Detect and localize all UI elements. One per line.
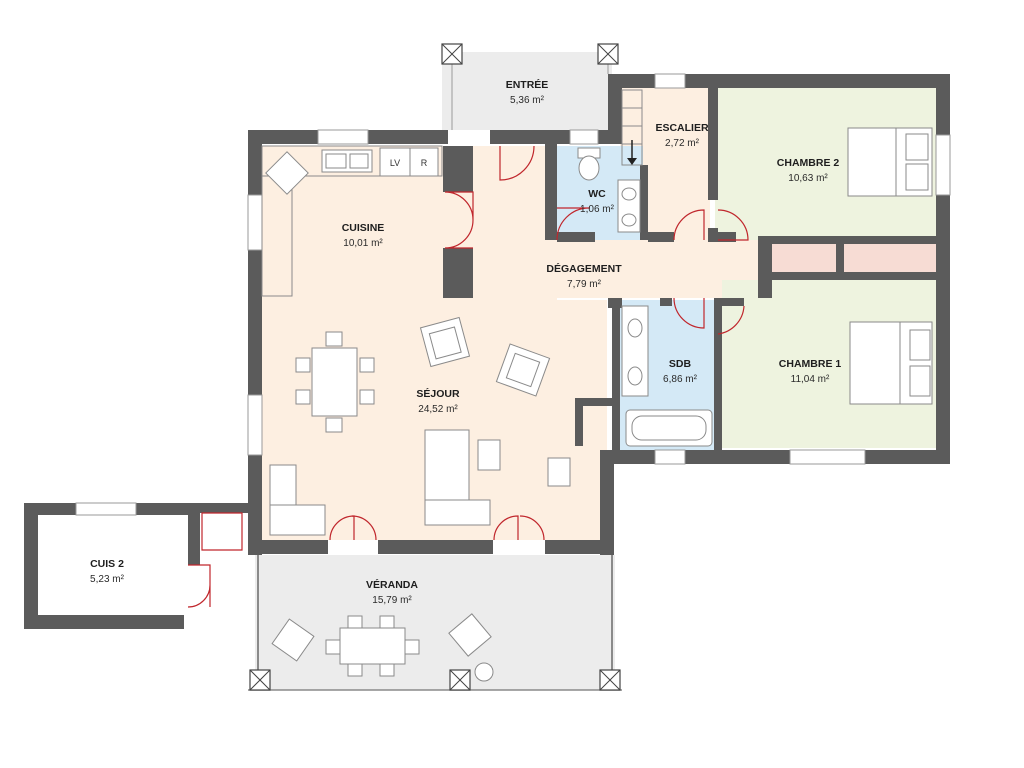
room-area-degagement: 7,79 m² <box>567 279 602 290</box>
doors <box>187 145 749 608</box>
room-area-cuisine: 10,01 m² <box>343 238 383 249</box>
r-label: R <box>421 158 428 168</box>
cuisine-fixtures: LV R <box>261 145 443 297</box>
room-name-sejour: SÉJOUR <box>416 387 460 400</box>
floor-veranda <box>255 555 615 690</box>
room-name-chambre1: CHAMBRE 1 <box>779 358 842 370</box>
room-area-chambre2: 10,63 m² <box>788 173 828 184</box>
room-name-cuis2: CUIS 2 <box>90 558 124 570</box>
room-name-sdb: SDB <box>669 358 692 370</box>
veranda-structure <box>248 555 622 691</box>
room-area-sdb: 6,86 m² <box>663 374 698 385</box>
room-area-sejour: 24,52 m² <box>418 404 458 415</box>
room-labels: ENTRÉE 5,36 m² ESCALIER 2,72 m² CHAMBRE … <box>90 78 841 606</box>
wet-fixtures <box>577 89 713 447</box>
room-name-veranda: VÉRANDA <box>366 578 418 591</box>
lv-label: LV <box>390 158 400 168</box>
floor-entree <box>442 52 612 130</box>
floor-corridor-right <box>772 244 937 276</box>
room-name-wc: WC <box>588 188 606 200</box>
room-area-veranda: 15,79 m² <box>372 595 412 606</box>
room-area-entree: 5,36 m² <box>510 95 545 106</box>
windows <box>75 73 951 516</box>
entree-canopy <box>441 43 619 130</box>
floor-degagement <box>442 240 772 298</box>
room-name-escalier: ESCALIER <box>655 122 709 134</box>
room-name-cuisine: CUISINE <box>342 222 385 234</box>
room-area-wc: 1,06 m² <box>580 204 615 215</box>
sejour-furniture <box>269 316 571 536</box>
room-area-cuis2: 5,23 m² <box>90 574 125 585</box>
room-area-chambre1: 11,04 m² <box>791 374 830 385</box>
room-name-degagement: DÉGAGEMENT <box>546 262 622 275</box>
floor-cuis2 <box>38 515 188 615</box>
room-name-entree: ENTRÉE <box>506 78 549 91</box>
room-name-chambre2: CHAMBRE 2 <box>777 157 840 169</box>
beds <box>847 127 933 405</box>
room-floors <box>38 52 937 690</box>
room-area-escalier: 2,72 m² <box>665 138 700 149</box>
